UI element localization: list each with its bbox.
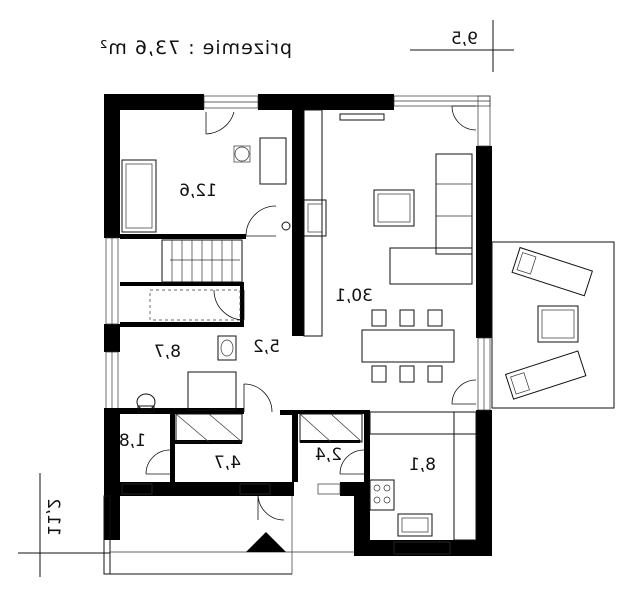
partition-column [303,109,323,337]
interior-walls [104,110,370,482]
width-dimension: 9,5 [410,20,514,72]
room-area-storage: 2,4 [315,445,342,465]
terrace [491,241,615,409]
bedroom-furniture [121,137,287,233]
bathroom-fixtures [136,335,237,413]
depth-dimension-label: 11,2 [43,498,63,536]
plan-title: prizemie : 73,6 m² [99,37,292,59]
room-area-bedroom: 12,6 [179,181,217,201]
kitchen-counter [369,411,477,541]
room-area-wc: 1,8 [119,431,146,451]
width-dimension-label: 9,5 [451,29,478,49]
entrance-arrow [246,532,286,552]
living-furniture [339,113,473,383]
windows [105,95,491,555]
room-area-entry: 4,7 [214,453,241,473]
staircase [149,239,243,321]
entry-furniture [175,413,363,443]
doors [145,105,477,521]
chimney-block [303,199,327,237]
depth-dimension: 11,2 [18,473,110,577]
exterior-walls [104,94,492,556]
room-labels: 12,6 30,1 8,7 5,2 1,8 4,7 2,4 8,1 [119,181,436,475]
room-area-kitchen: 8,1 [409,455,436,475]
entrance-porch [103,495,354,575]
room-area-bathroom: 8,7 [154,342,181,362]
room-area-living: 30,1 [335,286,373,306]
room-area-hall: 5,2 [253,337,280,357]
